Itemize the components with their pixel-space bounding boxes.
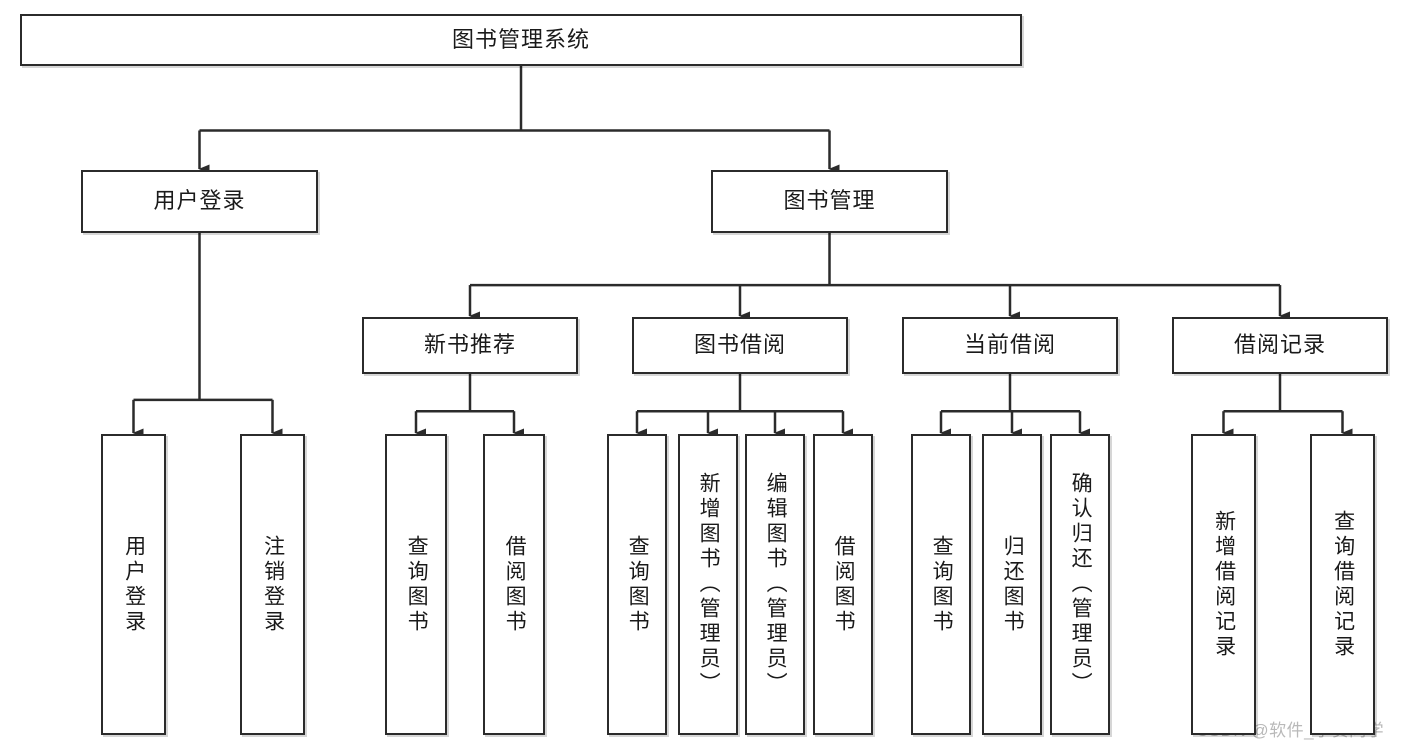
node-root[interactable]: 图书管理系统: [20, 14, 1022, 66]
node-leaf-query-record-label: 查询借阅记录: [1331, 509, 1355, 660]
node-leaf-return-book-label: 归还图书: [1001, 534, 1025, 635]
node-user-login[interactable]: 用户登录: [81, 170, 318, 233]
node-leaf-confirm-return-label: 确认归还（管理员）: [1069, 472, 1093, 697]
node-leaf-query-book-borrow[interactable]: 查询图书: [607, 434, 667, 735]
node-new-book-rec-label: 新书推荐: [423, 332, 516, 358]
node-leaf-logout-login-label: 注销登录: [261, 534, 285, 635]
node-current-borrow-label: 当前借阅: [963, 332, 1056, 358]
node-leaf-add-record[interactable]: 新增借阅记录: [1191, 434, 1256, 735]
node-leaf-logout-login[interactable]: 注销登录: [240, 434, 305, 735]
node-new-book-rec[interactable]: 新书推荐: [362, 317, 578, 374]
node-current-borrow[interactable]: 当前借阅: [902, 317, 1118, 374]
node-leaf-return-book[interactable]: 归还图书: [982, 434, 1042, 735]
node-borrow-record[interactable]: 借阅记录: [1172, 317, 1388, 374]
node-leaf-borrow-book-rec-label: 借阅图书: [503, 534, 527, 635]
node-leaf-edit-book-label: 编辑图书（管理员）: [764, 472, 788, 697]
node-leaf-confirm-return[interactable]: 确认归还（管理员）: [1050, 434, 1110, 735]
node-leaf-query-book-cur[interactable]: 查询图书: [911, 434, 971, 735]
node-leaf-query-book-cur-label: 查询图书: [930, 534, 954, 635]
node-root-label: 图书管理系统: [451, 26, 590, 52]
node-book-borrow-label: 图书借阅: [693, 332, 786, 358]
node-user-login-label: 用户登录: [153, 188, 246, 214]
node-leaf-user-login-label: 用户登录: [122, 534, 146, 635]
node-leaf-query-book-borrow-label: 查询图书: [626, 534, 650, 635]
node-leaf-query-book-rec[interactable]: 查询图书: [385, 434, 447, 735]
node-borrow-record-label: 借阅记录: [1233, 332, 1326, 358]
node-book-borrow[interactable]: 图书借阅: [632, 317, 848, 374]
node-leaf-borrow-book-label: 借阅图书: [832, 534, 856, 635]
node-leaf-query-record[interactable]: 查询借阅记录: [1310, 434, 1375, 735]
node-leaf-query-book-rec-label: 查询图书: [405, 534, 429, 635]
node-book-manage[interactable]: 图书管理: [711, 170, 948, 233]
node-leaf-add-record-label: 新增借阅记录: [1212, 509, 1236, 660]
node-leaf-borrow-book-rec[interactable]: 借阅图书: [483, 434, 545, 735]
node-leaf-add-book-label: 新增图书（管理员）: [697, 472, 721, 697]
node-leaf-user-login[interactable]: 用户登录: [101, 434, 166, 735]
node-leaf-borrow-book[interactable]: 借阅图书: [813, 434, 873, 735]
node-leaf-edit-book[interactable]: 编辑图书（管理员）: [745, 434, 805, 735]
node-book-manage-label: 图书管理: [783, 188, 876, 214]
node-leaf-add-book[interactable]: 新增图书（管理员）: [678, 434, 738, 735]
